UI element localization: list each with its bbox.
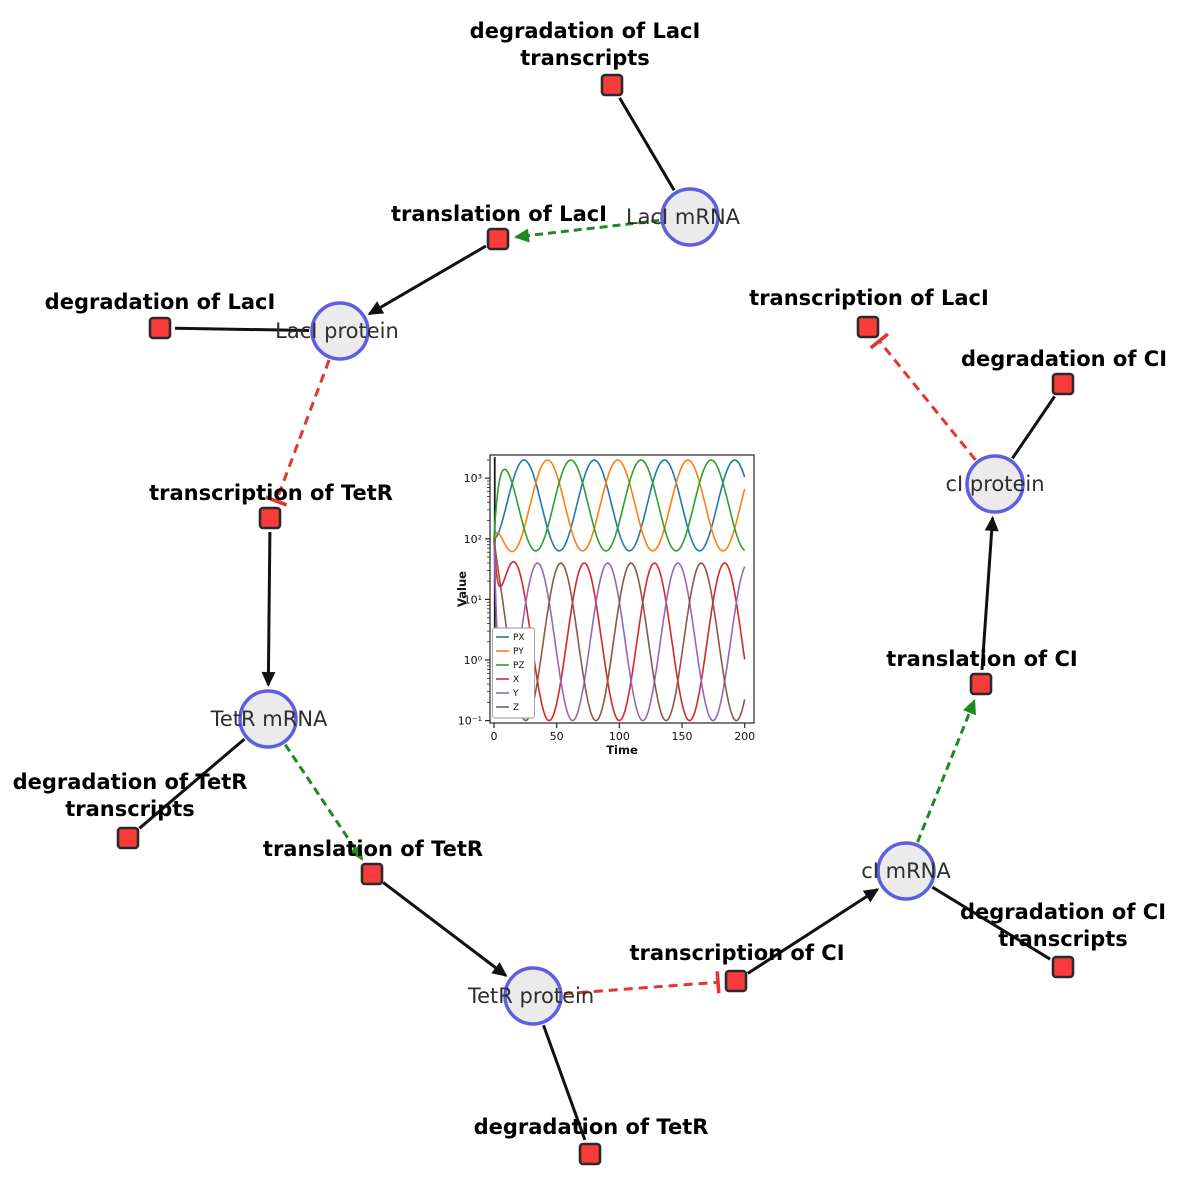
reaction-node-translation-ci[interactable] [969,672,993,696]
edge-production-translation-tetr-to-tetr-protein [382,881,508,977]
reaction-label-deg-laci-transcripts-line1: degradation of LacI [470,19,701,43]
reaction-node-deg-laci-transcripts[interactable] [600,73,624,97]
nodes-layer [116,73,1075,1166]
reaction-label-deg-laci-transcripts-line2: transcripts [520,46,650,70]
y-tick-label: 10⁰ [464,654,483,667]
edge-inhibition-tetr-protein-to-transcription-ci [563,971,721,996]
species-node-tetr-protein[interactable] [503,966,563,1026]
reaction-label-transcription-ci: transcription of CI [629,941,844,965]
edge-modifier-laci-mrna-to-translation-laci [513,219,660,243]
species-label-laci-protein: LacI protein [275,319,399,343]
series-line-X [493,538,746,722]
legend-label-PX: PX [513,633,525,643]
x-axis-label: Time [606,743,638,757]
edge-production-transcription-ci-to-ci-mrna [746,888,880,975]
edge-consumption-ci-mrna-to-deg-ci-transcripts [931,885,1051,961]
reaction-node-deg-ci-transcripts[interactable] [1051,955,1075,979]
y-tick-label: 10³ [464,472,482,485]
y-tick-label: 10² [464,533,482,546]
species-label-ci-mrna: cI mRNA [861,859,951,883]
reaction-node-translation-tetr[interactable] [360,862,384,886]
y-axis-label: Value [455,571,469,607]
legend: PX PY PZ XYZ [492,627,535,719]
reaction-label-translation-ci: translation of CI [886,647,1077,671]
reaction-node-transcription-ci[interactable] [724,969,748,993]
legend-label-PZ: PZ [513,661,525,671]
reaction-label-deg-laci: degradation of LacI [45,290,276,314]
edge-consumption-laci-mrna-to-deg-laci-transcripts [618,97,676,192]
edge-inhibition-ci-protein-to-transcription-laci [869,332,977,461]
x-tick-label: 150 [672,730,693,743]
legend-label-Y: Y [512,689,519,699]
x-tick-label: 200 [734,730,755,743]
edge-modifier-tetr-mrna-to-translation-tetr [284,743,364,861]
species-node-laci-protein[interactable] [310,301,370,361]
y-tick-label: 10¹ [464,593,482,606]
x-tick-label: 50 [550,730,564,743]
series-line-PZ [493,459,746,552]
species-label-ci-protein: cI protein [945,472,1044,496]
legend-label-X: X [513,675,519,685]
reaction-label-translation-laci: translation of LacI [391,202,607,226]
edge-consumption-tetr-mrna-to-deg-tetr-transcripts [138,737,246,830]
species-node-tetr-mrna[interactable] [238,689,298,749]
species-node-ci-protein[interactable] [965,454,1025,514]
reaction-label-transcription-tetr: transcription of TetR [149,481,393,505]
edge-production-translation-ci-to-ci-protein [980,515,999,671]
reaction-node-translation-laci[interactable] [486,227,510,251]
edge-modifier-ci-mrna-to-translation-ci [916,698,976,843]
reaction-label-deg-ci: degradation of CI [961,347,1167,371]
species-label-laci-mrna: LacI mRNA [626,205,741,229]
legend-label-Z: Z [513,703,519,713]
edge-consumption-laci-protein-to-deg-laci [174,326,310,332]
reaction-label-deg-ci-transcripts-line2: transcripts [998,927,1128,951]
edge-consumption-tetr-protein-to-deg-tetr [542,1024,587,1141]
reaction-label-deg-tetr-transcripts-line2: transcripts [65,797,195,821]
reaction-node-deg-ci[interactable] [1051,372,1075,396]
reaction-label-deg-tetr: degradation of TetR [474,1115,709,1139]
reaction-label-deg-ci-transcripts-line1: degradation of CI [960,900,1166,924]
reaction-node-deg-tetr[interactable] [578,1142,602,1166]
edge-inhibition-laci-protein-to-transcription-tetr [265,359,331,507]
reaction-label-translation-tetr: translation of TetR [263,837,483,861]
species-node-laci-mrna[interactable] [660,187,720,247]
edge-production-transcription-tetr-to-tetr-mrna [261,531,276,687]
series-line-PY [493,459,746,553]
species-label-tetr-protein: TetR protein [467,984,594,1008]
reaction-node-transcription-laci[interactable] [856,315,880,339]
reaction-node-deg-laci[interactable] [148,316,172,340]
y-tick-label: 10⁻¹ [458,715,482,728]
reaction-label-transcription-laci: transcription of LacI [749,286,989,310]
series-line-Z [493,538,746,722]
x-tick-label: 100 [609,730,630,743]
reaction-node-deg-tetr-transcripts[interactable] [116,826,140,850]
reaction-node-transcription-tetr[interactable] [258,506,282,530]
species-node-ci-mrna[interactable] [876,841,936,901]
reaction-label-deg-tetr-transcripts-line1: degradation of TetR [13,770,248,794]
legend-label-PY: PY [513,647,524,657]
x-tick-label: 0 [491,730,498,743]
edge-consumption-ci-protein-to-deg-ci [1011,395,1056,460]
edge-production-translation-laci-to-laci-protein [367,244,487,316]
edges-layer [138,97,1056,1141]
species-label-tetr-mrna: TetR mRNA [210,707,328,731]
